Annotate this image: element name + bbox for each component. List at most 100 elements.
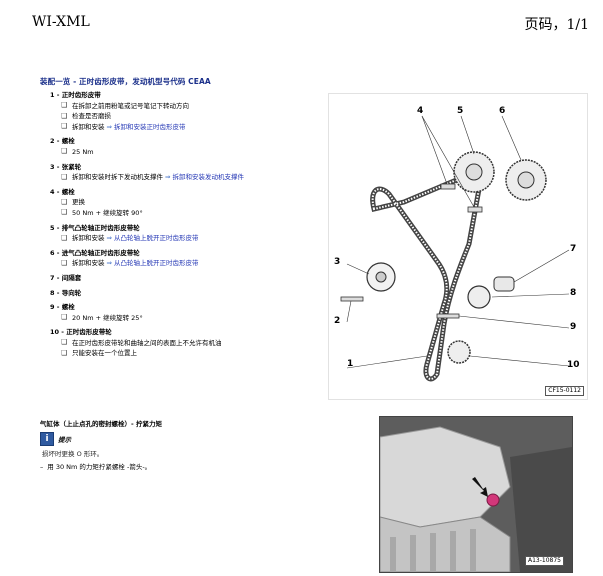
callout-10: 10 (567, 360, 580, 370)
part-detail-text: 20 Nm + 继续旋转 25° (72, 313, 143, 322)
info-icon: i (40, 432, 54, 446)
arrow-right-icon: ⇒ (106, 234, 112, 243)
part-name: 正时齿形皮带轮 (66, 328, 112, 337)
part-number: 7 (50, 273, 55, 282)
step-instruction: –用 30 Nm 的力矩拧紧螺栓 -箭头-。 (40, 461, 151, 471)
part-heading: 4 - 螺栓 (40, 187, 320, 198)
part-detail-line: ❑ 拆卸和安装⇒拆卸和安装正时齿形皮带 (40, 122, 320, 133)
bolt-2 (340, 296, 364, 302)
arrow-right-icon: ⇒ (106, 259, 112, 268)
cross-reference-link[interactable]: 从凸轮轴上脱开正时齿形皮带 (113, 234, 199, 243)
part-detail-line: ❑ 20 Nm + 继续旋转 25° (40, 313, 320, 324)
part-number: 1 (50, 91, 55, 99)
square-bullet-icon: ❑ (61, 338, 68, 347)
square-bullet-icon: ❑ (61, 313, 68, 322)
part-detail-line: ❑50 Nm + 继续旋转 90° (40, 208, 320, 219)
part-separator: - (54, 273, 62, 282)
bolt-9 (436, 313, 460, 319)
background-shadow (510, 447, 572, 572)
part-number: 8 (50, 288, 55, 297)
part-name: 间隔套 (61, 273, 82, 282)
part-name: 螺栓 (61, 187, 75, 196)
part-heading: 3 - 张紧轮 (40, 162, 320, 173)
cross-reference-link[interactable]: 从凸轮轴上脱开正时齿形皮带 (113, 259, 199, 268)
part-heading: 7 - 间隔套 (40, 273, 320, 284)
part-item: 3 - 张紧轮❑拆卸和安装时拆下发动机支撑件⇒拆卸和安装发动机支撑件 (40, 162, 320, 183)
part-detail-text: 拆卸和安装 (72, 122, 105, 131)
part-separator: - (54, 91, 62, 99)
part-item: 8 - 导向轮 (40, 288, 320, 299)
part-heading: 5 - 排气凸轮轴正时齿形皮带轮 (40, 223, 320, 234)
part-separator: - (54, 248, 62, 257)
part-separator: - (54, 223, 62, 232)
part-item: 6 - 进气凸轮轴正时齿形皮带轮❑拆卸和安装⇒从凸轮轴上脱开正时齿形皮带 (40, 248, 320, 269)
arrow-right-icon: ⇒ (165, 173, 171, 182)
part-item: 7 - 间隔套 (40, 273, 320, 284)
square-bullet-icon: ❑ (61, 122, 68, 131)
part-name: 进气凸轮轴正时齿形皮带轮 (61, 248, 140, 257)
part-heading: 1 - 正时齿形皮带 (40, 90, 320, 101)
square-bullet-icon: ❑ (61, 172, 68, 181)
square-bullet-icon: ❑ (61, 233, 68, 242)
part-detail-text: 更换 (72, 198, 85, 207)
part-number: 10 (50, 328, 60, 337)
part-detail-line: ❑ 更换 (40, 197, 320, 208)
part-name: 螺栓 (61, 303, 75, 312)
section-title: 气缸体（上止点孔的密封螺栓）- 拧紧力矩 (40, 420, 162, 428)
part-detail-line: ❑只能安装在一个位置上 (40, 348, 320, 359)
sealing-bolt (486, 493, 500, 507)
part-item: 9 - 螺栓❑ 20 Nm + 继续旋转 25° (40, 302, 320, 323)
part-detail-text: 拆卸和安装 (72, 259, 105, 268)
timing-belt-diagram: 1 2 3 4 5 6 7 8 9 10 CF15-0112 (328, 93, 588, 400)
spacer-sleeve (493, 276, 515, 292)
part-separator: - (54, 303, 62, 312)
part-number: 3 (50, 162, 55, 171)
timing-belt-teeth (371, 174, 481, 380)
part-detail-text: 只能安装在一个位置上 (72, 349, 137, 358)
header-page-number: 页码，1/1 (524, 17, 589, 33)
callout-9: 9 (570, 322, 577, 332)
cross-reference-link[interactable]: 拆卸和安装正时齿形皮带 (113, 122, 186, 131)
square-bullet-icon: ❑ (61, 101, 68, 110)
cross-reference-link[interactable]: 拆卸和安装发动机支撑件 (172, 173, 244, 182)
part-detail-line: ❑ 检查是否磨损 (40, 111, 320, 122)
callout-8: 8 (570, 288, 577, 298)
part-number: 2 (50, 137, 55, 146)
part-item: 5 - 排气凸轮轴正时齿形皮带轮❑ 拆卸和安装⇒从凸轮轴上脱开正时齿形皮带 (40, 223, 320, 244)
square-bullet-icon: ❑ (61, 111, 68, 120)
part-heading: 8 - 导向轮 (40, 288, 320, 299)
square-bullet-icon: ❑ (61, 197, 68, 206)
part-heading: 2 - 螺栓 (40, 136, 320, 147)
callout-7: 7 (570, 244, 577, 254)
part-detail-line: ❑拆卸和安装时拆下发动机支撑件⇒拆卸和安装发动机支撑件 (40, 172, 320, 183)
leader-lines (346, 115, 570, 369)
part-heading: 10 - 正时齿形皮带轮 (40, 327, 320, 338)
note-header: i 提示 (40, 432, 71, 446)
part-name: 导向轮 (61, 288, 82, 297)
exhaust-pulley-hub (465, 163, 483, 181)
part-detail-line: ❑ 拆卸和安装⇒从凸轮轴上脱开正时齿形皮带 (40, 233, 320, 244)
figure-tag-2: A13-10875 (525, 556, 564, 566)
part-detail-text: 拆卸和安装 (72, 234, 105, 243)
part-number: 5 (50, 223, 55, 232)
engine-block-lower (380, 516, 511, 572)
part-heading: 9 - 螺栓 (40, 302, 320, 313)
part-detail-text: 检查是否磨损 (72, 112, 111, 121)
callout-4: 4 (417, 106, 424, 116)
arrow-right-icon: ⇒ (106, 122, 112, 131)
step-dash: – (40, 463, 44, 471)
part-name: 排气凸轮轴正时齿形皮带轮 (61, 223, 140, 232)
part-detail-text: 在正时齿形皮带轮和曲轴之间的表面上不允许有机油 (72, 338, 222, 347)
square-bullet-icon: ❑ (61, 147, 68, 156)
part-separator: - (54, 137, 62, 146)
part-item: 10 - 正时齿形皮带轮❑ 在正时齿形皮带轮和曲轴之间的表面上不允许有机油❑只能安… (40, 327, 320, 359)
part-separator: - (59, 328, 67, 337)
callout-1: 1 (347, 359, 354, 369)
part-name: 螺栓 (61, 137, 75, 146)
part-item: 2 - 螺栓❑25 Nm (40, 136, 320, 157)
timing-belt-drawing (340, 115, 570, 382)
callout-5: 5 (457, 106, 464, 116)
part-name: 张紧轮 (61, 162, 82, 171)
part-number: 9 (50, 303, 55, 312)
part-separator: - (54, 162, 62, 171)
